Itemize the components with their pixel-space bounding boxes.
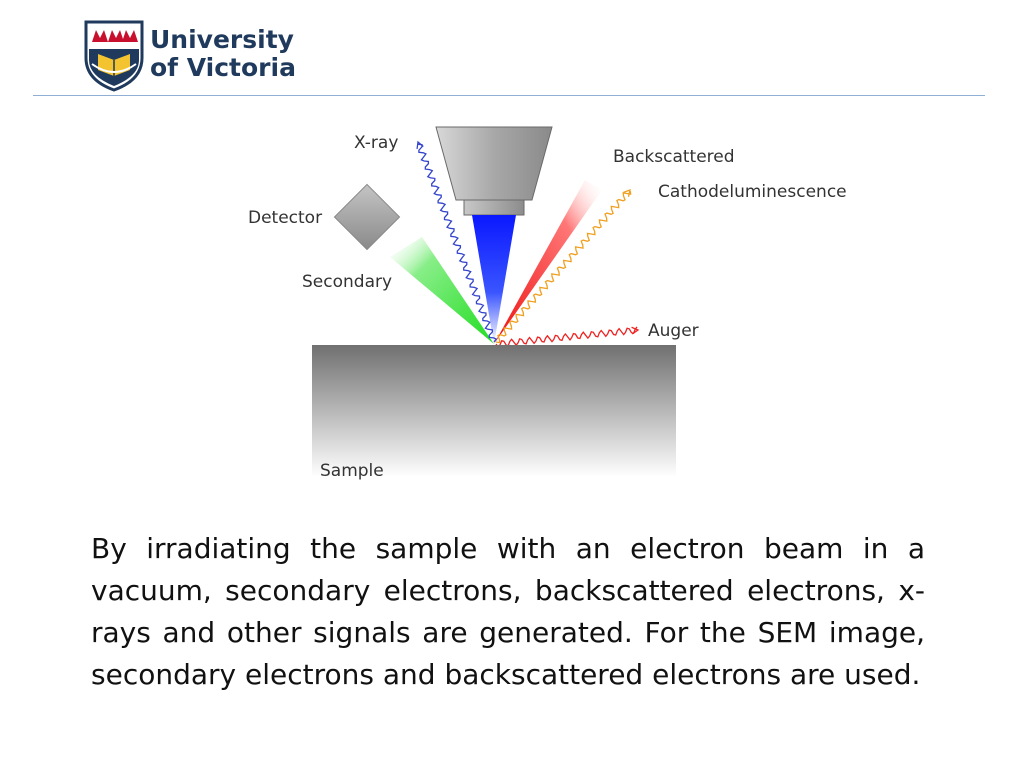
xray-wave — [417, 143, 498, 343]
electron-column — [435, 126, 553, 201]
university-name: University of Victoria — [150, 26, 296, 82]
cathodoluminescence-label: Cathodeluminescence — [658, 182, 847, 202]
logo-line-2: of Victoria — [150, 53, 296, 82]
auger-label: Auger — [648, 321, 699, 341]
cathodoluminescence-wave — [495, 191, 632, 344]
sample-label: Sample — [320, 461, 384, 481]
backscattered-electron-cone — [494, 180, 602, 344]
shield-crest-icon — [84, 20, 144, 92]
secondary-label: Secondary — [302, 272, 392, 292]
column-aperture — [463, 199, 525, 216]
electron-beam — [472, 215, 516, 344]
auger-wave — [495, 326, 638, 348]
xray-arrowhead — [416, 140, 424, 150]
sem-signal-diagram: X-ray Backscattered Cathodeluminescence … — [248, 126, 847, 481]
detector — [333, 183, 401, 251]
backscattered-label: Backscattered — [613, 147, 735, 167]
logo-line-1: University — [150, 25, 294, 54]
cathodoluminescence-arrowhead — [623, 188, 631, 197]
xray-label: X-ray — [354, 133, 398, 153]
caption-paragraph: By irradiating the sample with an electr… — [91, 532, 925, 691]
university-logo — [84, 20, 144, 92]
secondary-electron-cone — [390, 237, 494, 344]
header-divider — [33, 95, 985, 96]
detector-label: Detector — [248, 208, 322, 228]
auger-arrowhead — [631, 326, 640, 335]
sample-block — [312, 345, 676, 477]
